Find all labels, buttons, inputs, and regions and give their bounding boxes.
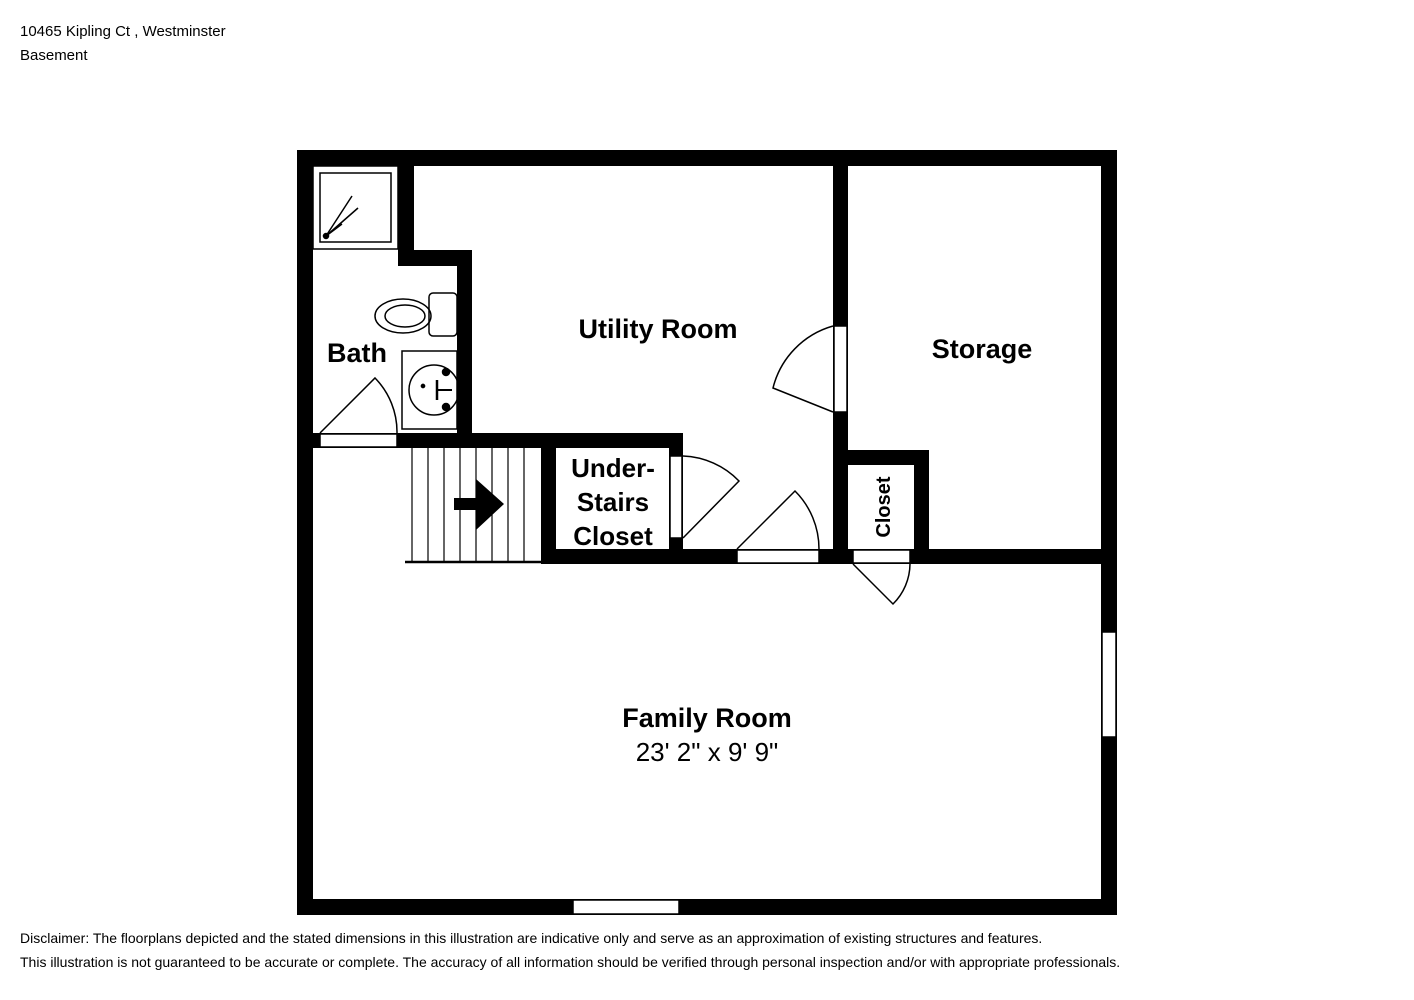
bath-door-swing: [319, 376, 398, 434]
toilet-bowl: [374, 298, 432, 334]
bath-door-opening: [319, 433, 398, 448]
sink-counter: [401, 350, 458, 430]
shower-spray-line: [325, 223, 343, 237]
sink-icon: [401, 350, 460, 430]
bath-wall-upper: [398, 150, 414, 265]
door-swings: [319, 325, 911, 606]
utility-door-opening: [736, 549, 820, 564]
sink-handle: [441, 367, 451, 377]
closet-wall-left: [541, 433, 556, 564]
disclaimer-line-2: This illustration is not guaranteed to b…: [20, 954, 1121, 970]
outer-wall-right: [1101, 150, 1117, 915]
under-stairs-door-swing: [682, 455, 741, 539]
shower-icon: [312, 165, 399, 250]
room-label-utility-room: Utility Room: [579, 314, 738, 344]
closet-wall-top: [833, 450, 929, 465]
property-address: 10465 Kipling Ct , Westminster: [20, 23, 226, 40]
room-label-family-room: Family Room: [622, 703, 792, 733]
bath-wall-right: [457, 250, 472, 448]
bath-wall-step: [398, 250, 472, 266]
sink-basin: [408, 364, 460, 416]
room-labels: Bath Utility Room Storage Under- Stairs …: [327, 314, 1032, 767]
shower-inner: [319, 172, 392, 243]
disclaimer-line-1: Disclaimer: The floorplans depicted and …: [20, 930, 1043, 946]
outer-wall-top: [297, 150, 1117, 166]
door-and-window-openings: [319, 325, 1117, 915]
toilet-seat: [384, 304, 426, 328]
sink-handle: [441, 402, 451, 412]
stair-direction-arrow-icon: [454, 479, 504, 530]
window-bottom: [572, 899, 680, 915]
sink-drain: [420, 383, 426, 389]
stairs: [405, 448, 541, 564]
storage-door-swing: [772, 325, 834, 413]
toilet-icon: [374, 292, 458, 337]
room-label-under-stairs-closet-line2: Stairs: [577, 487, 649, 517]
stairs-wall-top: [457, 433, 683, 448]
toilet-tank: [428, 292, 458, 337]
room-label-under-stairs-closet-line1: Under-: [571, 453, 655, 483]
fixtures: [312, 165, 460, 430]
room-label-storage: Storage: [932, 334, 1033, 364]
storage-door-opening: [833, 325, 848, 413]
walls: [297, 150, 1117, 915]
small-closet-wall-right: [914, 450, 929, 564]
under-stairs-closet-door-opening: [669, 455, 683, 539]
closet-door-opening: [852, 549, 911, 564]
outer-wall-left: [297, 150, 313, 915]
window-right: [1101, 631, 1117, 738]
room-label-under-stairs-closet-line3: Closet: [573, 521, 653, 551]
family-room-dimensions: 23' 2" x 9' 9": [636, 737, 779, 767]
outer-wall-bottom: [297, 899, 1117, 915]
closet-door-swing: [852, 563, 911, 606]
shower-outer: [312, 165, 399, 250]
floor-name: Basement: [20, 47, 88, 64]
room-label-bath: Bath: [327, 338, 387, 368]
room-label-closet: Closet: [873, 476, 895, 537]
shower-drain: [322, 232, 330, 240]
utility-door-swing: [736, 489, 820, 550]
shower-spray-line: [325, 195, 353, 237]
